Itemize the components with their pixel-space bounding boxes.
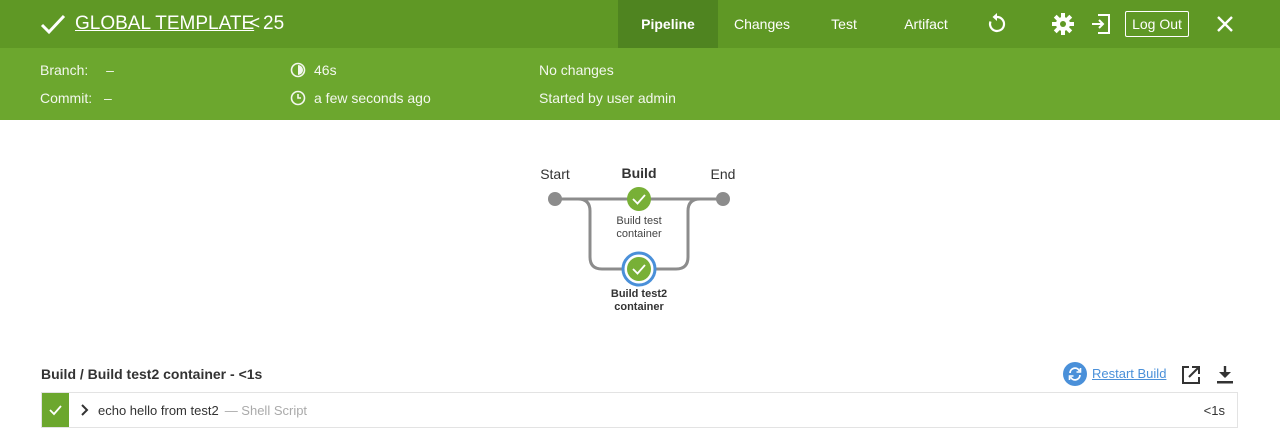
node-label-line1: Build test2 — [610, 288, 668, 300]
changes-info: No changes — [539, 62, 614, 78]
start-node — [548, 192, 562, 206]
end-label: End — [710, 166, 736, 182]
logout-icon[interactable] — [1089, 12, 1113, 36]
node-label-line1: Build test — [616, 215, 662, 227]
restart-icon — [1063, 362, 1087, 386]
branch-label: Branch: — [40, 62, 89, 78]
run-prefix: < — [249, 13, 261, 34]
run-number-value: 25 — [263, 13, 285, 34]
tab-artifact[interactable]: Artifact — [904, 16, 948, 32]
step-command: echo hello from test2 — Shell Script — [98, 403, 307, 418]
branch-info: Branch: – — [40, 62, 114, 78]
commit-info: Commit: – — [40, 90, 112, 106]
stage-node-build-test-container[interactable] — [627, 187, 651, 211]
pipeline-connectors — [548, 187, 730, 287]
node-label-line2: container — [614, 301, 664, 313]
restart-build-link[interactable]: Restart Build — [1092, 366, 1167, 381]
commit-value: – — [104, 90, 112, 106]
node-label-line2: container — [616, 228, 662, 240]
end-node — [716, 192, 730, 206]
branch-value: – — [106, 62, 114, 78]
step-command-text: echo hello from test2 — [98, 403, 219, 418]
open-external-icon[interactable] — [1180, 364, 1202, 386]
step-title: Build / Build test2 container - <1s — [41, 366, 263, 382]
check-icon — [40, 14, 66, 35]
started-ago-value: a few seconds ago — [314, 90, 431, 106]
pipeline-title[interactable]: GLOBAL TEMPLATE — [75, 13, 255, 34]
node-label-build-test-container[interactable]: Build test container — [589, 215, 689, 241]
tab-changes[interactable]: Changes — [733, 16, 791, 32]
tab-pipeline[interactable]: Pipeline — [618, 0, 718, 48]
stage-label-build: Build — [621, 165, 657, 181]
stage-node-build-test2-container[interactable] — [621, 251, 657, 287]
commit-label: Commit: — [40, 90, 93, 106]
clock-icon — [290, 90, 306, 106]
step-kind: — Shell Script — [224, 403, 308, 418]
run-summary-bar: Branch: – Commit: – 46s a few seconds ag… — [0, 48, 1280, 120]
duration-icon — [290, 62, 306, 78]
close-icon[interactable] — [1213, 12, 1237, 36]
replay-icon[interactable] — [985, 12, 1009, 36]
start-label: Start — [540, 166, 570, 182]
download-icon[interactable] — [1214, 364, 1236, 386]
tab-test[interactable]: Test — [831, 16, 857, 32]
run-number: <25 — [249, 13, 284, 35]
duration-info: 46s — [290, 62, 337, 78]
logout-button[interactable]: Log Out — [1125, 11, 1189, 37]
check-icon — [49, 405, 62, 416]
started-info: a few seconds ago — [290, 90, 431, 106]
started-by-info: Started by user admin — [539, 90, 676, 106]
chevron-right-icon[interactable] — [80, 404, 90, 416]
step-duration: <1s — [1203, 403, 1225, 418]
step-status-success — [42, 393, 69, 427]
log-step-row[interactable]: echo hello from test2 — Shell Script <1s — [41, 392, 1238, 428]
node-label-build-test2-container[interactable]: Build test2 container — [589, 288, 689, 314]
duration-value: 46s — [314, 62, 337, 78]
top-bar: GLOBAL TEMPLATE <25 Pipeline Changes Tes… — [0, 0, 1280, 48]
gear-icon[interactable] — [1051, 12, 1075, 36]
pipeline-graph: Start Build End Build test container Bui… — [0, 120, 1280, 350]
